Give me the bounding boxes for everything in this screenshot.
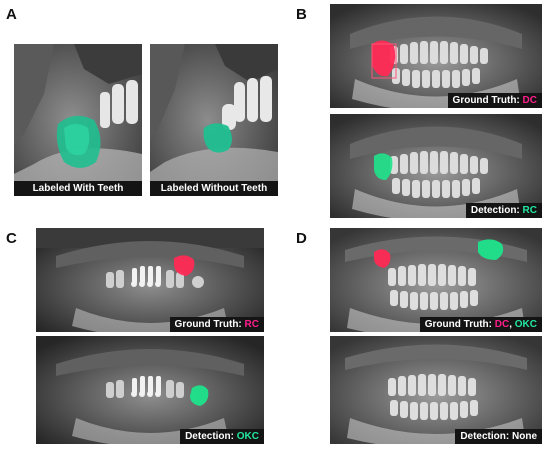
panel-letter-d: D (296, 230, 307, 247)
caption-d-gt-label: Ground Truth: (424, 319, 492, 330)
xray-panoramic-c-ground-truth: Ground Truth: RC (36, 228, 264, 332)
caption-c-det-class-okc: OKC (236, 431, 259, 442)
panel-letter-c: C (6, 230, 17, 247)
caption-d-det-label: Detection: (460, 431, 510, 442)
caption-d-gt-separator: , (509, 319, 512, 330)
xray-panoramic-b-detection: Detection: RC (330, 114, 542, 218)
xray-panoramic-c-detection: Detection: OKC (36, 336, 264, 444)
caption-c-ground-truth: Ground Truth: RC (169, 317, 264, 332)
caption-d-det-class-none: None (512, 431, 537, 442)
caption-labeled-with-teeth: Labeled With Teeth (14, 181, 142, 196)
caption-labeled-without-teeth: Labeled Without Teeth (150, 181, 278, 196)
caption-c-det-label: Detection: (185, 431, 234, 442)
caption-b-det-label: Detection: (470, 205, 520, 216)
xray-panoramic-d-ground-truth: Ground Truth: DC, OKC (330, 228, 542, 332)
xray-crop-labeled-without-teeth: Labeled Without Teeth (150, 44, 278, 196)
caption-c-detection: Detection: OKC (180, 429, 264, 444)
panel-letter-b: B (296, 6, 307, 23)
caption-d-detection: Detection: None (455, 429, 542, 444)
caption-c-gt-label: Ground Truth: (174, 319, 242, 330)
xray-panoramic-b-ground-truth: Ground Truth: DC (330, 4, 542, 108)
caption-d-gt-class-dc: DC (494, 319, 510, 330)
caption-b-gt-class-dc: DC (522, 95, 537, 106)
caption-d-ground-truth: Ground Truth: DC, OKC (419, 317, 542, 332)
panel-letter-a: A (6, 6, 17, 23)
caption-d-gt-class-okc: OKC (514, 319, 537, 330)
caption-b-detection: Detection: RC (465, 203, 542, 218)
xray-panoramic-d-detection: Detection: None (330, 336, 542, 444)
caption-b-det-class-rc: RC (522, 205, 537, 216)
caption-c-gt-class-rc: RC (244, 319, 259, 330)
caption-b-gt-label: Ground Truth: (452, 95, 520, 106)
caption-b-ground-truth: Ground Truth: DC (447, 93, 542, 108)
xray-crop-labeled-with-teeth: Labeled With Teeth (14, 44, 142, 196)
